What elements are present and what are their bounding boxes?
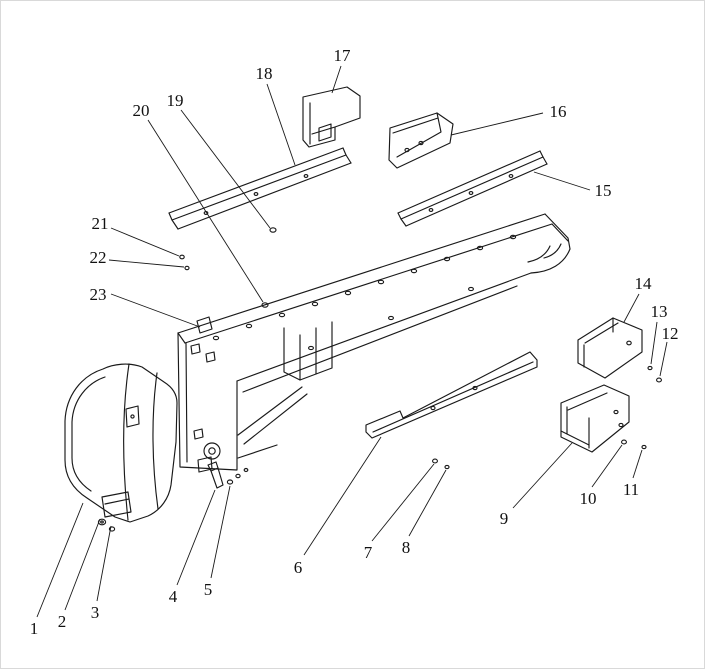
callout-label-6: 6 bbox=[294, 558, 303, 577]
callout-label-15: 15 bbox=[595, 181, 612, 200]
part-panel-6 bbox=[365, 351, 538, 439]
fastener-7 bbox=[432, 458, 438, 464]
callout-label-4: 4 bbox=[169, 587, 178, 606]
leader-line-21 bbox=[110, 227, 180, 257]
leader-line-12 bbox=[659, 341, 668, 377]
fastener-5 bbox=[226, 467, 249, 485]
callout-label-16: 16 bbox=[550, 102, 567, 121]
leader-line-22 bbox=[108, 259, 185, 268]
leader-line-4 bbox=[176, 489, 216, 586]
part-clip-23 bbox=[196, 316, 213, 334]
callout-label-2: 2 bbox=[58, 612, 67, 631]
part-strip-15 bbox=[397, 150, 548, 227]
leader-line-5 bbox=[210, 485, 231, 579]
leader-line-20 bbox=[147, 119, 264, 303]
leader-line-1 bbox=[36, 502, 84, 618]
callout-label-1: 1 bbox=[30, 619, 39, 638]
leader-line-11 bbox=[632, 449, 643, 479]
fastener-8 bbox=[444, 464, 450, 470]
callout-label-9: 9 bbox=[500, 509, 509, 528]
callout-label-21: 21 bbox=[92, 214, 109, 233]
callout-label-3: 3 bbox=[91, 603, 100, 622]
leader-line-7 bbox=[371, 463, 435, 542]
fastener-11 bbox=[641, 444, 647, 450]
part-strip-18 bbox=[168, 147, 352, 230]
callout-label-18: 18 bbox=[256, 64, 273, 83]
leader-line-2 bbox=[64, 518, 101, 611]
callout-labels: 1 2 3 4 5 6 7 8 9 10 11 12 13 14 15 16 1… bbox=[30, 46, 679, 638]
callout-label-22: 22 bbox=[90, 248, 107, 267]
leader-line-9 bbox=[512, 442, 573, 509]
fastener-13 bbox=[647, 365, 653, 371]
part-bracket-17 bbox=[302, 86, 361, 148]
callout-label-12: 12 bbox=[662, 324, 679, 343]
leader-line-19 bbox=[180, 109, 271, 229]
callout-label-23: 23 bbox=[90, 285, 107, 304]
callout-label-19: 19 bbox=[167, 91, 184, 110]
part-bracket-14 bbox=[577, 317, 643, 379]
part-bracket-16 bbox=[388, 112, 454, 169]
fastener-12 bbox=[656, 377, 662, 383]
fastener-20 bbox=[261, 302, 269, 308]
fastener-3 bbox=[108, 526, 116, 532]
leader-line-17 bbox=[331, 65, 342, 94]
leader-line-23 bbox=[110, 293, 201, 328]
callout-label-10: 10 bbox=[580, 489, 597, 508]
leader-line-14 bbox=[623, 293, 640, 323]
callout-label-14: 14 bbox=[635, 274, 653, 293]
callout-label-5: 5 bbox=[204, 580, 213, 599]
callout-label-13: 13 bbox=[651, 302, 668, 321]
leader-line-10 bbox=[591, 444, 623, 488]
leader-line-13 bbox=[650, 321, 658, 365]
callout-label-20: 20 bbox=[133, 101, 150, 120]
callout-label-11: 11 bbox=[623, 480, 639, 499]
leader-line-6 bbox=[303, 436, 382, 556]
fastener-10 bbox=[621, 439, 627, 445]
leader-line-18 bbox=[266, 83, 296, 166]
part-main-frame bbox=[177, 213, 571, 473]
fastener-19 bbox=[269, 227, 277, 233]
fastener-21 bbox=[179, 254, 185, 260]
callout-label-7: 7 bbox=[364, 543, 373, 562]
leader-lines bbox=[36, 65, 668, 618]
part-fender-cover bbox=[64, 363, 178, 523]
leader-line-8 bbox=[408, 469, 447, 537]
fastener-22 bbox=[184, 265, 190, 271]
part-bracket-9 bbox=[560, 384, 630, 453]
callout-label-17: 17 bbox=[334, 46, 352, 65]
fastener-4-pin bbox=[207, 461, 224, 489]
callout-label-8: 8 bbox=[402, 538, 411, 557]
leader-line-3 bbox=[96, 525, 112, 602]
leader-line-15 bbox=[533, 171, 591, 191]
leader-line-16 bbox=[450, 112, 544, 136]
